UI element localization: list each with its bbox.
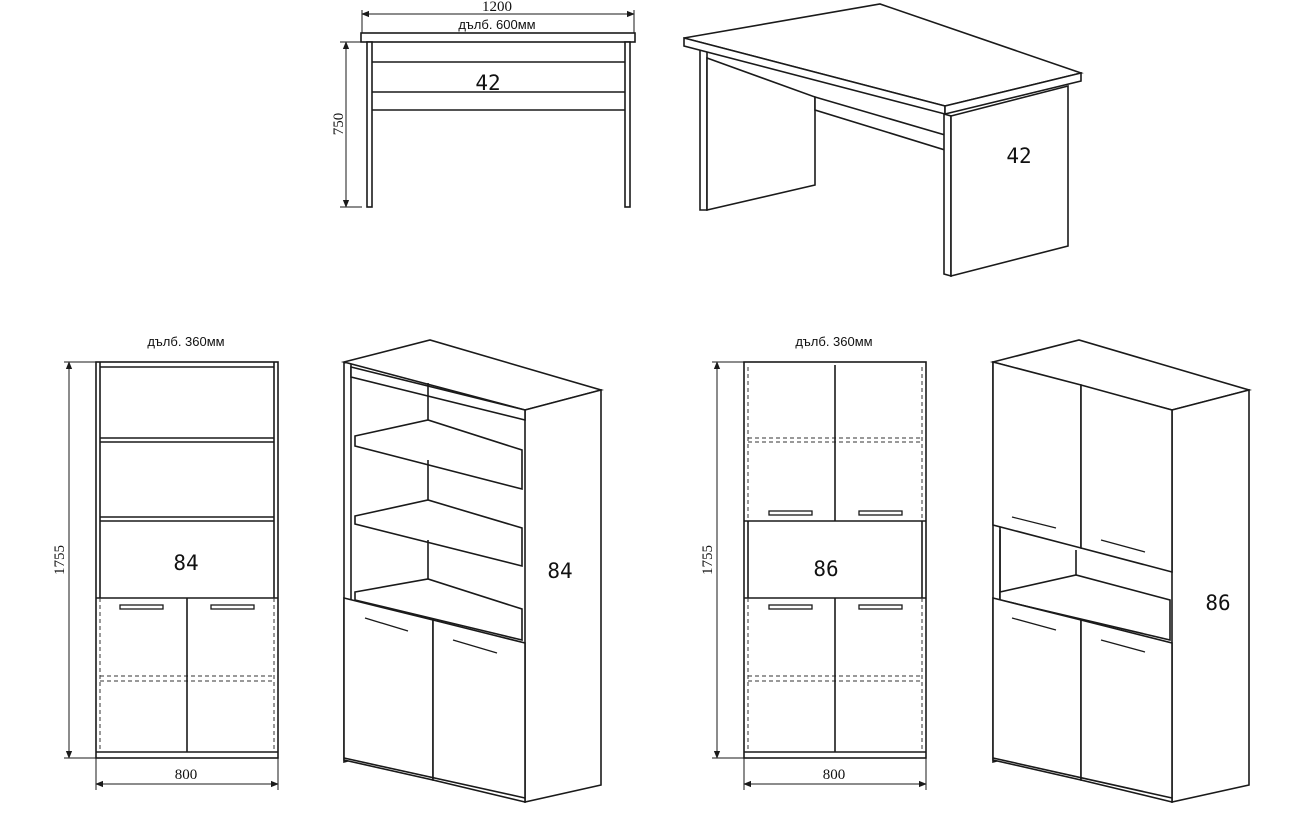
- desk-left-leg: [366, 41, 373, 208]
- bookcase-84-perspective-view: 84: [340, 339, 604, 804]
- desk-width-label: 1200: [482, 0, 512, 15]
- bookcase-86-model-number: 86: [813, 557, 838, 581]
- desk-right-leg: [624, 41, 631, 208]
- bookcase-84-persp-model-number: 84: [547, 559, 572, 583]
- bookcase-84-width-label: 800: [175, 767, 198, 783]
- door-handle: [768, 604, 813, 610]
- bookcase-86-height-label: 1755: [700, 545, 716, 575]
- bookcase-84-front-view: дълб. 360мм 84 1755 800: [52, 334, 279, 790]
- bookcase-86-persp-model-number: 86: [1205, 591, 1230, 615]
- door-handle: [768, 510, 813, 516]
- bookcase-84-depth-label: дълб. 360мм: [147, 334, 224, 349]
- bookcase-86-depth-label: дълб. 360мм: [795, 334, 872, 349]
- desk-height-label: 750: [331, 113, 347, 136]
- door-handle: [119, 604, 164, 610]
- desk-top: [360, 32, 636, 43]
- desk-persp-model-number: 42: [1006, 144, 1031, 168]
- door-handle: [210, 604, 255, 610]
- bookcase-86-front-view: дълб. 360мм 86 1755 800: [700, 334, 927, 790]
- desk-model-number: 42: [475, 71, 500, 95]
- door-handle: [858, 604, 903, 610]
- desk-depth-label: дълб. 600мм: [458, 17, 535, 32]
- door-handle: [858, 510, 903, 516]
- desk-perspective-view: 42: [683, 3, 1084, 278]
- bookcase-84-height-label: 1755: [52, 545, 68, 575]
- bookcase-84-model-number: 84: [173, 551, 198, 575]
- bookcase-86-width-label: 800: [823, 767, 846, 783]
- bookcase-86-perspective-view: 86: [989, 339, 1252, 804]
- desk-front-view: 1200 дълб. 600мм 42 750: [331, 0, 636, 208]
